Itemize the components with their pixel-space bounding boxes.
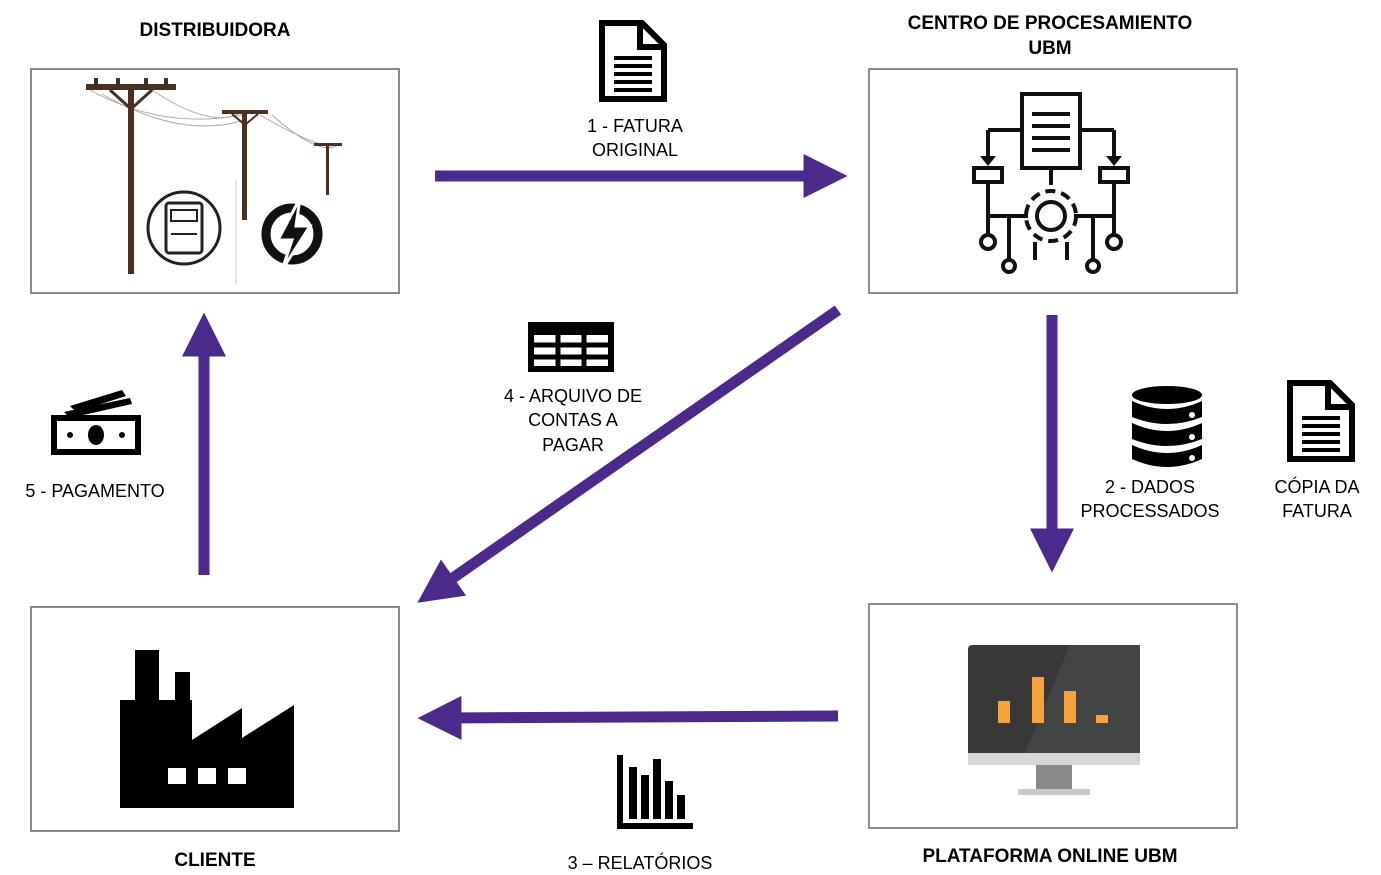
table-icon	[528, 322, 614, 372]
dados-label-line1: 2 - DADOS	[1104, 477, 1196, 497]
copia-label-line1: CÓPIA DA	[1274, 477, 1360, 497]
relatorios-label: 3 – RELATÓRIOS	[567, 853, 713, 873]
pagamento-label: 5 - PAGAMENTO	[25, 481, 165, 501]
dados-label-line2: PROCESSADOS	[1080, 501, 1220, 521]
processing-icon	[972, 92, 1130, 274]
monitor-chart-icon	[968, 645, 1140, 795]
fatura-label-line1: 1 - FATURA	[587, 116, 683, 136]
plataforma-title: PLATAFORMA ONLINE UBM	[922, 846, 1178, 867]
document-icon	[599, 20, 667, 102]
fatura-label-line2: ORIGINAL	[591, 140, 679, 160]
money-icon	[51, 390, 141, 455]
bar-chart-icon	[617, 755, 693, 829]
centro-title-line2: UBM	[1028, 38, 1072, 59]
arquivo-label-line3: PAGAR	[542, 435, 604, 455]
copia-label-line2: FATURA	[1282, 501, 1352, 521]
arquivo-label-line1: 4 - ARQUIVO DE	[503, 386, 643, 406]
database-icon	[1132, 386, 1202, 467]
distribuidora-title: DISTRIBUIDORA	[139, 20, 291, 41]
document-icon	[1287, 380, 1355, 462]
cliente-box	[30, 606, 400, 832]
arrow-arquivo	[417, 305, 842, 603]
plataforma-box	[868, 603, 1238, 829]
arquivo-label-line2: CONTAS A	[528, 410, 618, 430]
distribuidora-box	[30, 68, 400, 294]
arrow-relatorios	[417, 695, 839, 740]
centro-box	[868, 68, 1238, 294]
power-lines-icon	[86, 78, 342, 285]
factory-icon	[120, 650, 294, 808]
centro-title-line1: CENTRO DE PROCESAMIENTO	[907, 13, 1193, 34]
cliente-title: CLIENTE	[174, 850, 256, 871]
